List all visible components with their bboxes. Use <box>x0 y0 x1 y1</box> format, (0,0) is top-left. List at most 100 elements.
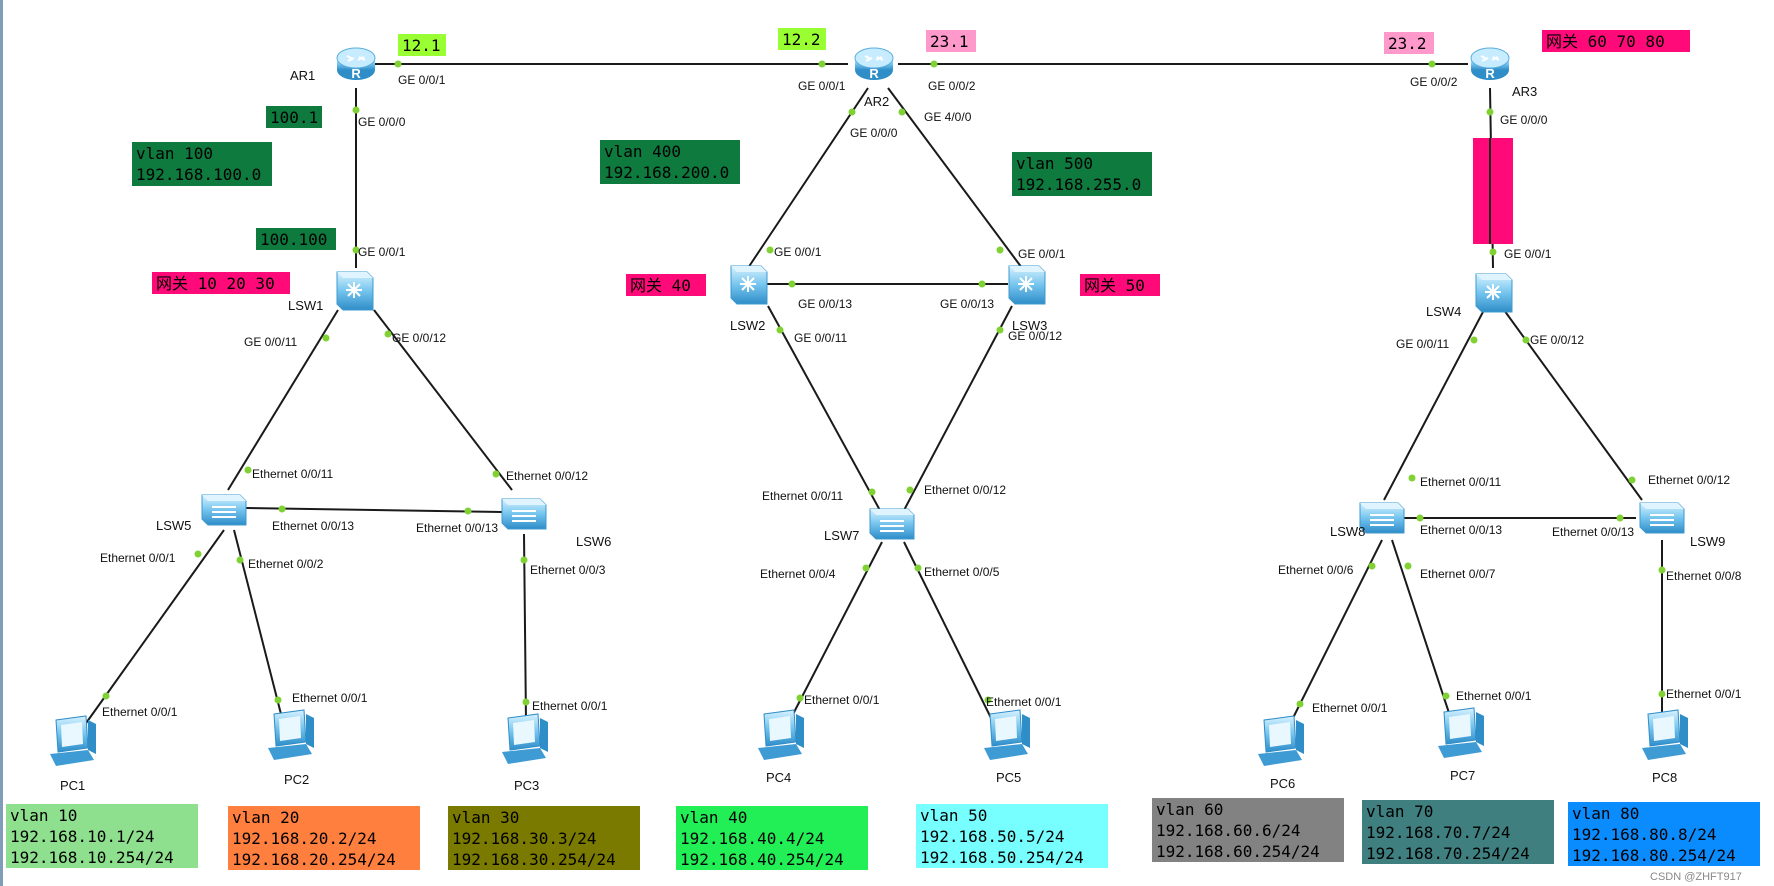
port-label: Ethernet 0/0/2 <box>248 557 324 571</box>
port-label: GE 0/0/12 <box>1530 333 1584 347</box>
pc1-info-gateway: 192.168.10.254/24 <box>10 848 174 867</box>
pc6-icon[interactable] <box>1257 715 1305 767</box>
port-label: GE 0/0/11 <box>244 335 297 349</box>
port-label: Ethernet 0/0/11 <box>252 467 333 481</box>
port-label: GE 0/0/12 <box>1008 329 1062 343</box>
port-label: GE 0/0/2 <box>1410 75 1458 89</box>
port-label: Ethernet 0/0/1 <box>1666 687 1742 701</box>
pc3-icon[interactable] <box>501 713 549 765</box>
port-label: Ethernet 0/0/1 <box>532 699 608 713</box>
pc4-info-bg <box>676 806 868 870</box>
pc4-info-gateway: 192.168.40.254/24 <box>680 850 844 869</box>
vlan-box-500-line2: 192.168.255.0 <box>1016 175 1141 194</box>
device-name-lsw4: LSW4 <box>1426 304 1461 319</box>
port-label: Ethernet 0/0/1 <box>1456 689 1532 703</box>
ip-tag-12-2: 12.2 <box>782 30 821 49</box>
pc-info-boxes: vlan 10 192.168.10.1/24 192.168.10.254/2… <box>6 798 1760 870</box>
pc4-icon[interactable] <box>757 709 805 761</box>
device-name-pc1: PC1 <box>60 778 85 793</box>
pc5-info-gateway: 192.168.50.254/24 <box>920 848 1084 867</box>
switch-lsw9-icon[interactable] <box>1639 502 1685 534</box>
pc2-info-ip: 192.168.20.2/24 <box>232 829 377 848</box>
port-label: Ethernet 0/0/4 <box>760 567 836 581</box>
port-label: Ethernet 0/0/1 <box>102 705 178 719</box>
link-vlan-boxes: vlan 100 192.168.100.0 vlan 400 192.168.… <box>132 140 1152 196</box>
pc1-icon[interactable] <box>49 715 97 767</box>
port-label: GE 0/0/1 <box>1504 247 1552 261</box>
link-lsw8-pc7 <box>1391 539 1451 717</box>
ip-tag-23-1: 23.1 <box>930 32 969 51</box>
pc1-info-bg <box>6 804 198 868</box>
port-label: GE 4/0/0 <box>924 110 972 124</box>
port-label: Ethernet 0/0/12 <box>506 469 588 483</box>
trunk-highlight-bar <box>1473 138 1513 244</box>
gateway-tag-lsw1: 网关 10 20 30 <box>156 274 275 293</box>
device-name-lsw2: LSW2 <box>730 318 765 333</box>
tag-bg <box>626 274 706 296</box>
link-lsw1-lsw5 <box>227 309 339 491</box>
port-label: Ethernet 0/0/13 <box>1420 523 1502 537</box>
device-name-ar2: AR2 <box>864 94 889 109</box>
device-names: AR1 AR2 AR3 LSW1 LSW2 LSW3 LSW4 LSW5 LSW… <box>60 68 1725 793</box>
switch-lsw2-icon[interactable] <box>730 265 768 305</box>
switch-lsw1-icon[interactable] <box>336 271 374 311</box>
pc2-icon[interactable] <box>267 709 315 761</box>
port-label: Ethernet 0/0/12 <box>924 483 1006 497</box>
port-label: GE 0/0/1 <box>358 245 406 259</box>
link-lsw7-pc5 <box>903 541 993 721</box>
device-name-pc8: PC8 <box>1652 770 1677 785</box>
switch-lsw8-icon[interactable] <box>1359 502 1405 534</box>
pc8-info-ip: 192.168.80.8/24 <box>1572 825 1717 844</box>
device-name-lsw7: LSW7 <box>824 528 859 543</box>
router-ar3-icon[interactable] <box>1470 47 1510 82</box>
tag-bg <box>926 30 976 52</box>
device-name-lsw6: LSW6 <box>576 534 611 549</box>
link-lsw8-pc6 <box>1289 539 1383 725</box>
device-name-lsw9: LSW9 <box>1690 534 1725 549</box>
pc5-info-ip: 192.168.50.5/24 <box>920 827 1065 846</box>
port-label: GE 0/0/2 <box>928 79 976 93</box>
port-label: Ethernet 0/0/5 <box>924 565 1000 579</box>
pc6-info-bg <box>1152 798 1344 862</box>
pc7-info-bg <box>1362 800 1554 864</box>
switch-lsw6-icon[interactable] <box>501 498 547 530</box>
port-label: Ethernet 0/0/6 <box>1278 563 1354 577</box>
port-label: Ethernet 0/0/1 <box>292 691 368 705</box>
gateway-tag-lsw3: 网关 50 <box>1084 276 1145 295</box>
link-lsw1-lsw6 <box>373 309 513 491</box>
pc3-info-ip: 192.168.30.3/24 <box>452 829 597 848</box>
port-label: Ethernet 0/0/7 <box>1420 567 1496 581</box>
vlan-box-400-line2: 192.168.200.0 <box>604 163 729 182</box>
link-lsw3-lsw7 <box>901 305 1013 515</box>
port-labels: GE 0/0/1 GE 0/0/0 GE 0/0/1 GE 0/0/2 GE 0… <box>100 73 1742 719</box>
pc5-info-vlan: vlan 50 <box>920 806 987 825</box>
pc6-info-vlan: vlan 60 <box>1156 800 1223 819</box>
port-label: GE 0/0/1 <box>774 245 822 259</box>
switch-lsw7-icon[interactable] <box>869 508 915 540</box>
switch-lsw5-icon[interactable] <box>201 494 247 526</box>
pc7-info-gateway: 192.168.70.254/24 <box>1366 844 1530 863</box>
port-label: Ethernet 0/0/1 <box>804 693 880 707</box>
pc2-info-bg <box>228 806 420 870</box>
pc2-info-vlan: vlan 20 <box>232 808 299 827</box>
device-name-pc3: PC3 <box>514 778 539 793</box>
port-label: Ethernet 0/0/8 <box>1666 569 1742 583</box>
pc8-icon[interactable] <box>1641 709 1689 761</box>
device-name-ar3: AR3 <box>1512 84 1537 99</box>
port-label: Ethernet 0/0/1 <box>1312 701 1388 715</box>
pc7-icon[interactable] <box>1437 707 1485 759</box>
link-lsw2-lsw7 <box>767 305 883 515</box>
vlan-box-500-line1: vlan 500 <box>1016 154 1093 173</box>
pc4-info-ip: 192.168.40.4/24 <box>680 829 825 848</box>
router-ar1-icon[interactable] <box>336 47 376 82</box>
pc5-icon[interactable] <box>983 709 1031 761</box>
links <box>83 63 1663 727</box>
router-ar2-icon[interactable] <box>854 47 894 82</box>
tag-bg <box>1080 274 1160 296</box>
vlan-box-bg <box>1012 152 1152 196</box>
port-label: Ethernet 0/0/13 <box>416 521 498 535</box>
device-name-ar1: AR1 <box>290 68 315 83</box>
switch-lsw3-icon[interactable] <box>1008 265 1046 305</box>
port-label: GE 0/0/12 <box>392 331 446 345</box>
switch-lsw4-icon[interactable] <box>1475 273 1513 313</box>
